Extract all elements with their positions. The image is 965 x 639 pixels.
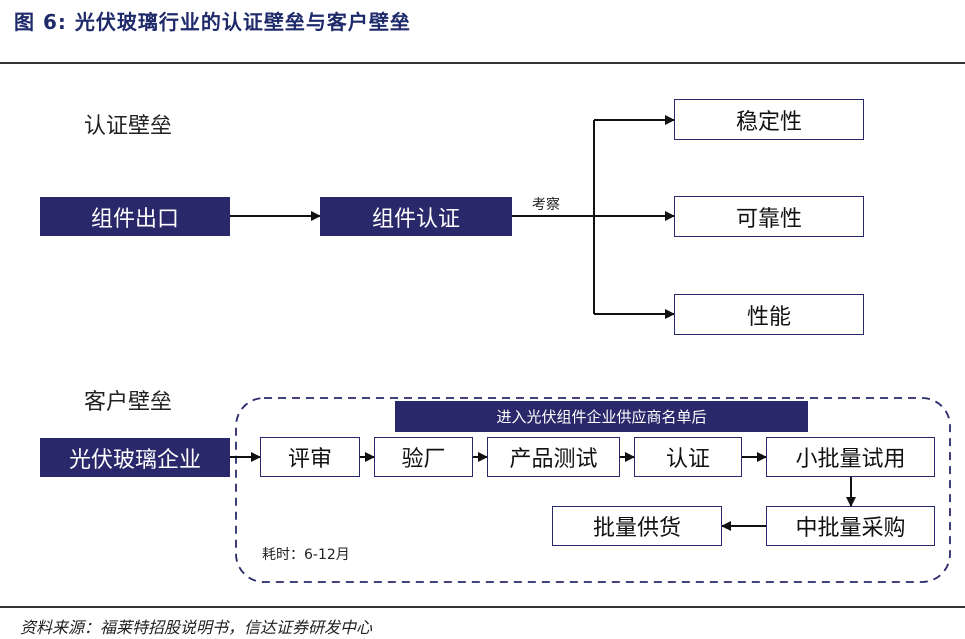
module-certification-box: 组件认证: [320, 197, 512, 236]
certification-step-box: 认证: [634, 437, 742, 477]
figure-title: 图 6: 光伏玻璃行业的认证壁垒与客户壁垒: [14, 10, 411, 34]
pv-glass-company-box: 光伏玻璃企业: [40, 438, 230, 477]
product-test-step-box: 产品测试: [487, 437, 620, 477]
module-export-box: 组件出口: [40, 197, 230, 236]
duration-label: 耗时：6-12月: [262, 547, 350, 563]
supplier-list-container: [235, 397, 951, 583]
supplier-list-banner: 进入光伏组件企业供应商名单后: [395, 401, 808, 432]
performance-box: 性能: [674, 294, 864, 335]
reliability-box: 可靠性: [674, 196, 864, 237]
factory-audit-step-box: 验厂: [374, 437, 473, 477]
inspection-label: 考察: [532, 197, 560, 213]
small-batch-trial-box: 小批量试用: [766, 437, 935, 477]
source-note: 资料来源：福莱特招股说明书，信达证券研发中心: [20, 618, 373, 637]
customer-barrier-label: 客户壁垒: [84, 390, 173, 415]
certification-barrier-label: 认证壁垒: [84, 114, 173, 139]
top-divider: [0, 62, 965, 64]
stability-box: 稳定性: [674, 99, 864, 140]
review-step-box: 评审: [260, 437, 360, 477]
bulk-supply-box: 批量供货: [552, 506, 722, 546]
bottom-divider: [0, 606, 965, 608]
medium-batch-purchase-box: 中批量采购: [766, 506, 935, 546]
